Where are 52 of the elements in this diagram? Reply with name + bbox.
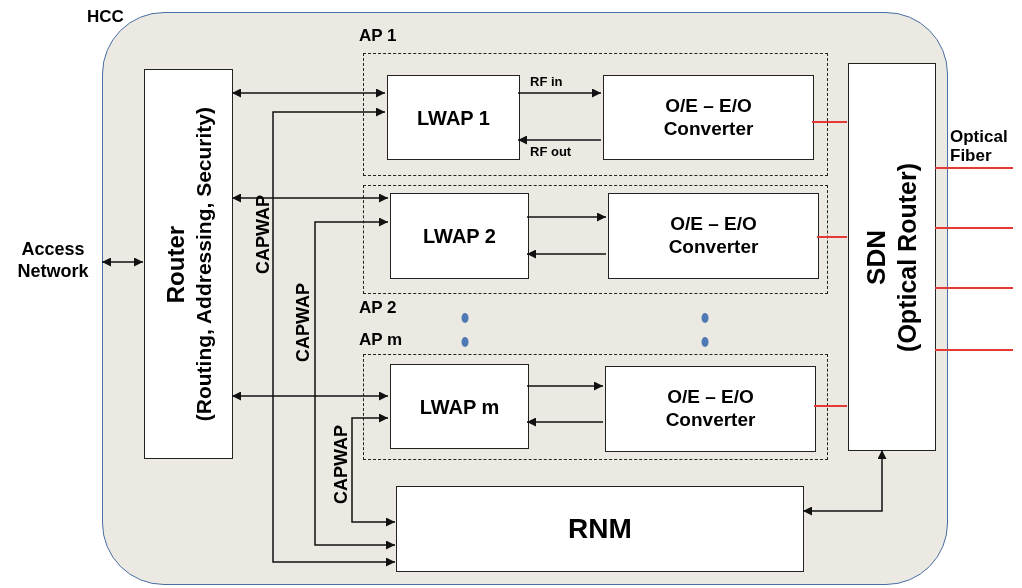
edge-label: RF in (530, 74, 563, 89)
router-box (144, 69, 233, 459)
fiber-line (813, 405, 848, 407)
fiber-line (934, 227, 1014, 229)
arrow (231, 88, 386, 98)
node-label: O/E – E/O Converter (664, 386, 757, 432)
node-label: RNM (568, 512, 632, 546)
arrow (517, 135, 602, 145)
node-label: LWAP 1 (417, 105, 490, 130)
arrow (526, 417, 604, 427)
router-box (848, 63, 936, 451)
arrow (526, 212, 607, 222)
group-label: AP m (359, 330, 403, 350)
arrow (231, 193, 389, 203)
node-label: O/E – E/O Converter (667, 213, 760, 259)
fiber-label: Optical Fiber (950, 127, 1009, 165)
vertical-label: (Optical Router) (892, 162, 923, 352)
vertical-label: SDN (861, 228, 893, 287)
edge-label: CAPWAP (293, 283, 314, 362)
vertical-label: (Routing, Addressing, Security) (190, 106, 216, 422)
process-box (390, 364, 529, 449)
arrow (526, 381, 604, 391)
fiber-line (811, 121, 848, 123)
node-label: Access Network (16, 239, 90, 283)
process-box (603, 75, 814, 160)
group-label: AP 2 (359, 298, 397, 318)
edge-label: CAPWAP (253, 195, 274, 274)
process-box (387, 75, 520, 160)
node-label: O/E – E/O Converter (662, 94, 755, 141)
process-box (396, 486, 804, 572)
group-label: AP 1 (359, 26, 397, 46)
fiber-line (816, 236, 848, 238)
arrow (526, 249, 607, 259)
arrow (517, 88, 602, 98)
arrow (351, 413, 396, 527)
group-label: HCC (87, 7, 124, 27)
edge-label: RF out (530, 144, 572, 159)
arrow (231, 391, 389, 401)
node-label: LWAP 2 (423, 224, 496, 248)
fiber-line (934, 349, 1014, 351)
arrow (314, 217, 396, 550)
edge-label: CAPWAP (331, 425, 352, 504)
process-box (605, 366, 816, 452)
arrow (272, 107, 396, 567)
node-label: LWAP m (419, 394, 500, 419)
process-box (608, 193, 819, 279)
arrow (802, 449, 887, 516)
process-box (390, 193, 529, 279)
fiber-line (934, 167, 1014, 169)
vertical-label: Router (161, 224, 190, 305)
arrow (101, 257, 144, 267)
fiber-line (934, 287, 1014, 289)
